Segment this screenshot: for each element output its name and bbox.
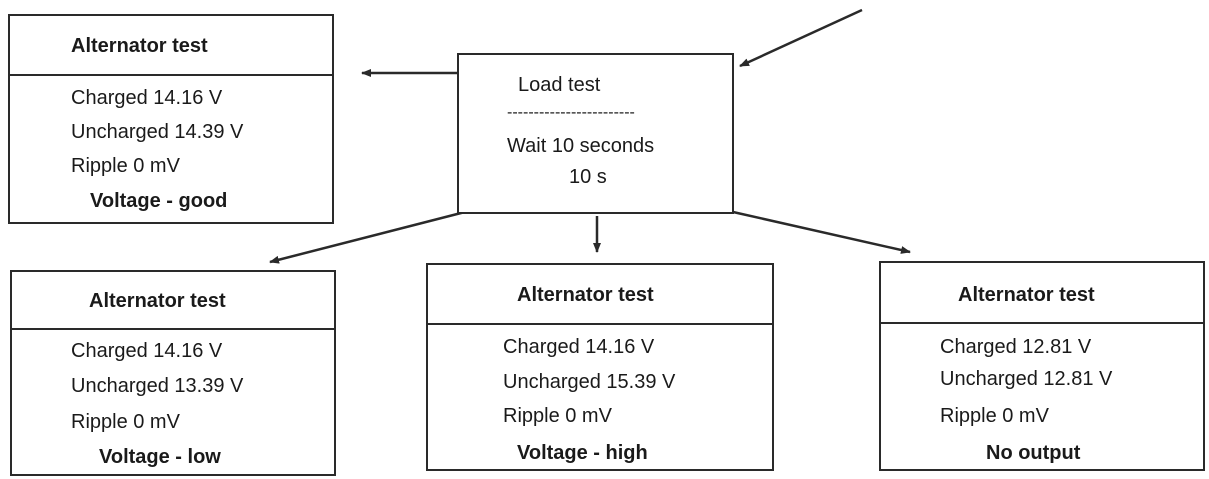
result-title: Alternator test <box>12 272 334 330</box>
load-test-separator: ------------------------ <box>507 104 635 121</box>
uncharged-value: Uncharged 13.39 V <box>71 375 244 397</box>
verdict: Voltage - high <box>517 442 648 464</box>
ripple-value: Ripple 0 mV <box>940 405 1049 427</box>
charged-value: Charged 12.81 V <box>940 336 1092 358</box>
ripple-value: Ripple 0 mV <box>71 411 180 433</box>
charged-value: Charged 14.16 V <box>71 340 223 362</box>
charged-value: Charged 14.16 V <box>503 336 655 358</box>
result-box-high: Alternator test Charged 14.16 V Uncharge… <box>426 263 774 471</box>
charged-value: Charged 14.16 V <box>71 87 223 109</box>
incoming-arrow <box>739 8 863 68</box>
verdict: Voltage - good <box>90 190 228 212</box>
arrow-to-low <box>269 210 466 264</box>
load-test-timer: 10 s <box>569 166 607 188</box>
uncharged-value: Uncharged 15.39 V <box>503 371 676 393</box>
uncharged-value: Uncharged 12.81 V <box>940 368 1113 390</box>
result-box-good: Alternator test Charged 14.16 V Uncharge… <box>8 14 334 224</box>
result-box-no-output: Alternator test Charged 12.81 V Uncharge… <box>879 261 1205 471</box>
result-title: Alternator test <box>10 16 332 76</box>
arrow-to-no-output <box>732 210 911 254</box>
load-test-instruction: Wait 10 seconds <box>507 135 655 157</box>
ripple-value: Ripple 0 mV <box>503 405 612 427</box>
result-box-low: Alternator test Charged 14.16 V Uncharge… <box>10 270 336 476</box>
load-test-box: Load test ------------------------ Wait … <box>457 53 734 214</box>
load-test-title: Load test <box>518 74 601 96</box>
verdict: Voltage - low <box>99 446 221 468</box>
result-title: Alternator test <box>881 263 1203 324</box>
uncharged-value: Uncharged 14.39 V <box>71 121 244 143</box>
result-title: Alternator test <box>428 265 772 325</box>
ripple-value: Ripple 0 mV <box>71 155 180 177</box>
verdict: No output <box>986 442 1081 464</box>
